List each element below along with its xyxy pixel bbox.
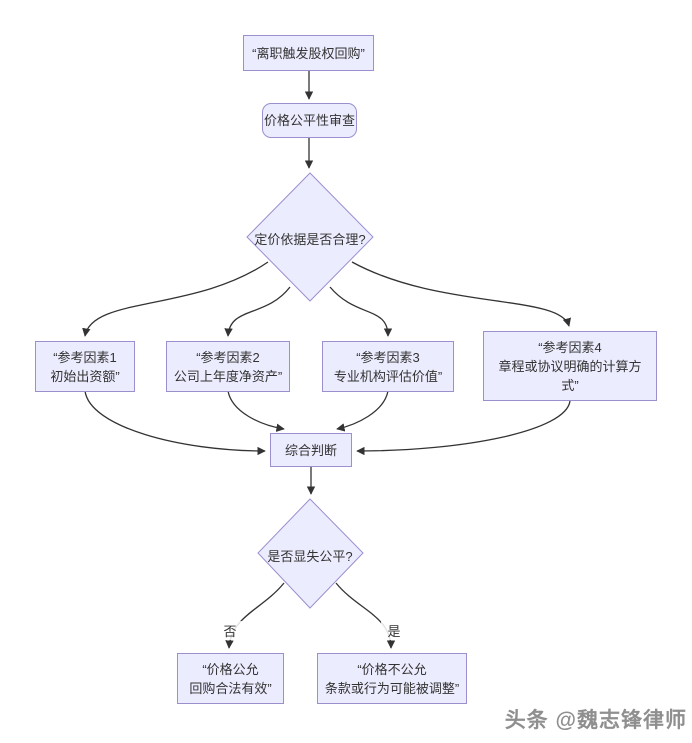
node-factor4: “参考因素4 章程或协议明确的计算方 式”	[483, 331, 657, 401]
decision-pricing-diamond	[246, 172, 374, 302]
node-line: 式”	[561, 377, 579, 393]
node-start: “离职触发股权回购”	[243, 35, 374, 71]
node-line: 条款或行为可能被调整”	[324, 680, 460, 696]
node-line: 综合判断	[284, 442, 337, 458]
edge-factor2-judge	[227, 390, 285, 432]
decision-fair-label: 是否显失公平?	[267, 549, 353, 564]
edge-label-no: 否	[217, 621, 243, 640]
node-line: “参考因素1	[53, 349, 117, 365]
node-line: 回购合法有效”	[189, 680, 272, 696]
decision-fair-diamond	[257, 498, 364, 609]
node-line: 初始出资额”	[50, 368, 120, 384]
node-factor2: “参考因素2 公司上年度净资产”	[166, 341, 290, 392]
node-line: 专业机构评估价值”	[333, 368, 443, 384]
node-review: 价格公平性审查	[262, 103, 357, 138]
node-line: “参考因素2	[196, 349, 260, 365]
edge-decision1-factor3	[329, 286, 393, 337]
watermark-author: 头条 @魏志锋律师	[504, 709, 687, 732]
edge-decision1-factor1	[82, 261, 269, 337]
node-line: 公司上年度净资产”	[173, 368, 283, 384]
node-line: 价格公平性审查	[263, 113, 355, 128]
node-fair: “价格公允 回购合法有效”	[177, 653, 284, 704]
node-factor3: “参考因素3 专业机构评估价值”	[322, 341, 454, 392]
node-line: “参考因素3	[356, 349, 420, 365]
node-line: “离职触发股权回购”	[252, 45, 365, 61]
node-factor1: “参考因素1 初始出资额”	[35, 341, 135, 392]
decision-pricing-label: 定价依据是否合理?	[254, 232, 366, 247]
node-line: “价格公允	[202, 661, 259, 677]
node-line: 章程或协议明确的计算方	[498, 358, 642, 374]
node-unfair: “价格不公允 条款或行为可能被调整”	[317, 653, 467, 704]
node-line: “参考因素4	[538, 339, 602, 355]
node-judge: 综合判断	[270, 433, 352, 467]
edge-factor4-judge	[356, 400, 571, 456]
edge-label-yes: 是	[381, 621, 407, 640]
edge-factor1-judge	[84, 390, 266, 456]
edge-decision1-factor4	[351, 261, 571, 327]
node-line: “价格不公允	[357, 661, 427, 677]
edge-decision1-factor2	[224, 286, 291, 337]
edge-factor3-judge	[336, 390, 389, 432]
